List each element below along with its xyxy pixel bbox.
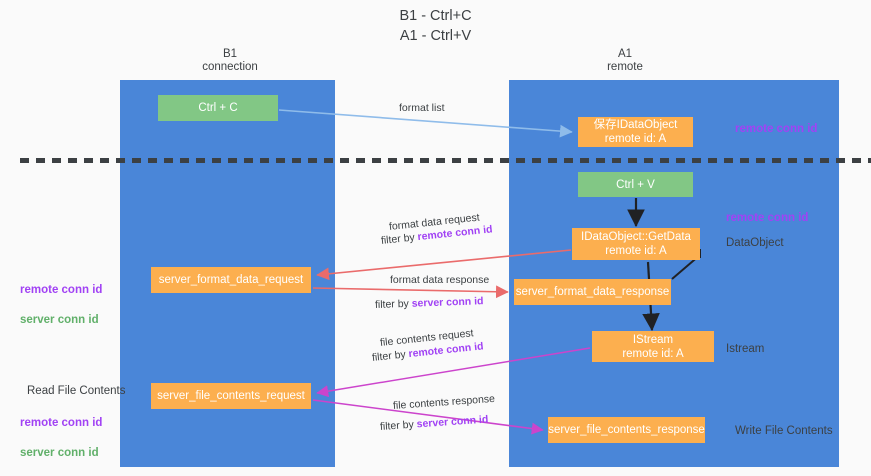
annotation-dataobject: DataObject [726, 237, 784, 249]
annotation-remote-conn-id-getdata: remote conn id [726, 212, 809, 224]
label-filter-prefix: filter by [379, 418, 418, 433]
lane-a1-header: A1 remote [607, 48, 643, 73]
label-filter-prefix: filter by [371, 348, 410, 364]
label-filter-prefix: filter by [374, 297, 412, 311]
annotation-istream: Istream [726, 343, 765, 355]
label-filter-key-server-conn-id: server conn id [416, 413, 489, 431]
annotation-write-file-contents: Write File Contents [735, 425, 833, 437]
box-server-file-contents-response[interactable]: server_file_contents_response [548, 417, 705, 443]
box-ctrl-v[interactable]: Ctrl + V [578, 172, 693, 197]
annotation-left-conn-ids-file: remote conn id server conn id [20, 401, 102, 476]
label-format-list: format list [399, 102, 445, 114]
annotation-server-conn-id-left-2: server conn id [20, 447, 99, 459]
box-server-format-data-request[interactable]: server_format_data_request [151, 267, 311, 293]
diagram-title: B1 - Ctrl+C A1 - Ctrl+V [399, 8, 472, 44]
arrow-format-data-response [312, 285, 509, 299]
box-idataobject-getdata[interactable]: IDataObject::GetData remote id: A [572, 228, 700, 260]
annotation-remote-conn-id-left-1: remote conn id [20, 284, 103, 296]
lane-b1-header: B1 connection [202, 48, 258, 73]
label-filter-prefix: filter by [380, 231, 419, 247]
divider-dashed-line [20, 158, 871, 163]
annotation-server-conn-id-left-1: server conn id [20, 314, 99, 326]
box-idataobject[interactable]: 保存IDataObject remote id: A [578, 117, 693, 147]
label-format-data-response-filter: filter by server conn id [375, 294, 484, 312]
annotation-remote-conn-id-top: remote conn id [735, 123, 818, 135]
label-file-contents-response-filter: filter by server conn id [380, 412, 489, 434]
box-ctrl-c[interactable]: Ctrl + C [158, 95, 278, 121]
label-format-data-response: format data response [390, 274, 490, 286]
label-file-contents-response: file contents response [392, 392, 496, 412]
annotation-remote-conn-id-left-2: remote conn id [20, 417, 103, 429]
label-filter-key-server-conn-id: server conn id [411, 295, 484, 310]
box-istream[interactable]: IStream remote id: A [592, 331, 714, 362]
annotation-read-file-contents: Read File Contents [27, 385, 126, 397]
annotation-left-conn-ids-format: remote conn id server conn id [20, 268, 102, 343]
box-server-file-contents-request[interactable]: server_file_contents_request [151, 383, 311, 409]
box-server-format-data-response[interactable]: server_format_data_response [514, 279, 671, 305]
